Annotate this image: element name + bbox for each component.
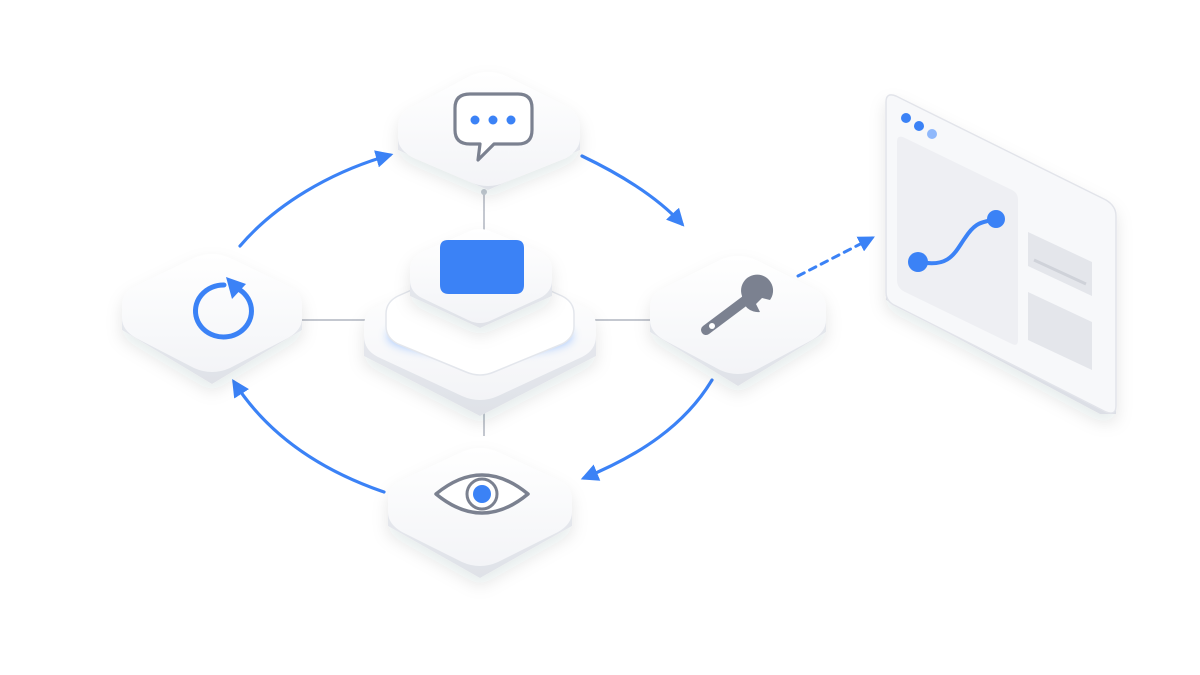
sidebar-cards bbox=[1028, 232, 1092, 370]
sidebar-card-2 bbox=[1028, 292, 1092, 370]
node-tools[interactable] bbox=[650, 256, 826, 386]
node-refresh[interactable] bbox=[122, 254, 302, 384]
arrow-tools-to-observe bbox=[580, 378, 714, 481]
sidebar-card-1-line bbox=[1033, 258, 1087, 286]
cycle-arrows bbox=[232, 150, 714, 494]
arrow-observe-to-refresh bbox=[232, 379, 386, 494]
output-dashed-arrow bbox=[796, 236, 875, 278]
center-hub[interactable] bbox=[364, 229, 596, 416]
window-dots bbox=[901, 113, 937, 139]
eye-icon bbox=[434, 473, 530, 515]
wrench-icon bbox=[701, 274, 774, 335]
chat-bubble-icon bbox=[453, 92, 534, 162]
window-dot-2 bbox=[914, 121, 924, 131]
hub-connectors bbox=[300, 189, 652, 436]
refresh-icon bbox=[193, 277, 254, 340]
connector-dot-chat bbox=[481, 189, 487, 195]
window-dot-1 bbox=[901, 113, 911, 123]
arrow-chat-to-tools bbox=[580, 154, 685, 227]
arrow-refresh-to-chat bbox=[238, 150, 394, 248]
curve-chart-icon bbox=[908, 210, 1005, 272]
stacked-layers-icon bbox=[385, 229, 575, 376]
window-dot-3 bbox=[927, 129, 937, 139]
